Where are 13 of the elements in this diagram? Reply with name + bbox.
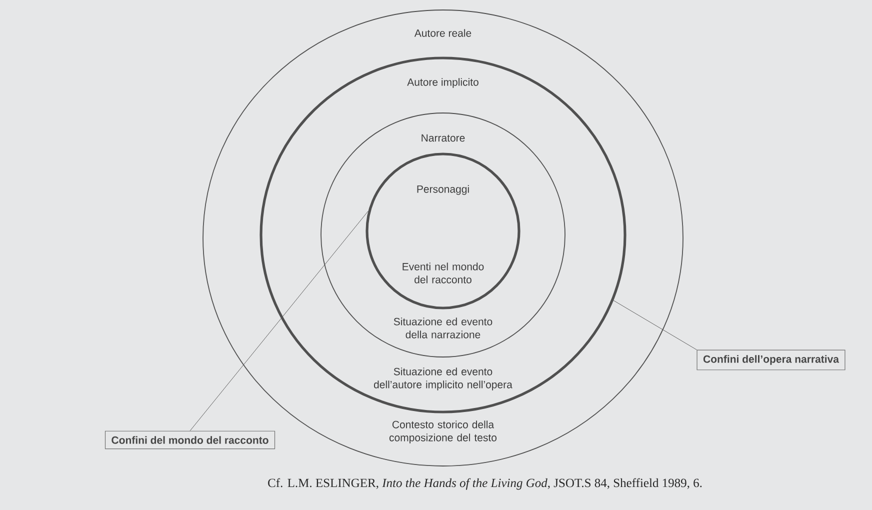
- ring-label: Situazione ed evento dell’autore implicito nell’opera: [374, 368, 512, 390]
- leader-line: [190, 210, 369, 432]
- ring-label: Narratore: [422, 134, 465, 142]
- ring-label: Personaggi: [417, 185, 469, 195]
- ring-label: Autore implicito: [407, 78, 478, 88]
- caption: Cf. L.M. ESLINGER, Into the Hands of the Living God, JSOT.S 84, Sheffield 1989, 6.: [268, 478, 702, 490]
- callout-box: Confini del mondo del racconto: [104, 430, 276, 450]
- ring-label: Situazione ed evento della narrazione: [394, 318, 492, 338]
- callout-box: Confini dell’opera narrativa: [696, 350, 846, 370]
- leader-line: [613, 300, 697, 350]
- ring-label: Contesto storico della composizione del testo: [389, 420, 497, 444]
- ring-label: Eventi nel mondo del racconto: [402, 262, 484, 284]
- ring-label: Autore reale: [414, 29, 472, 37]
